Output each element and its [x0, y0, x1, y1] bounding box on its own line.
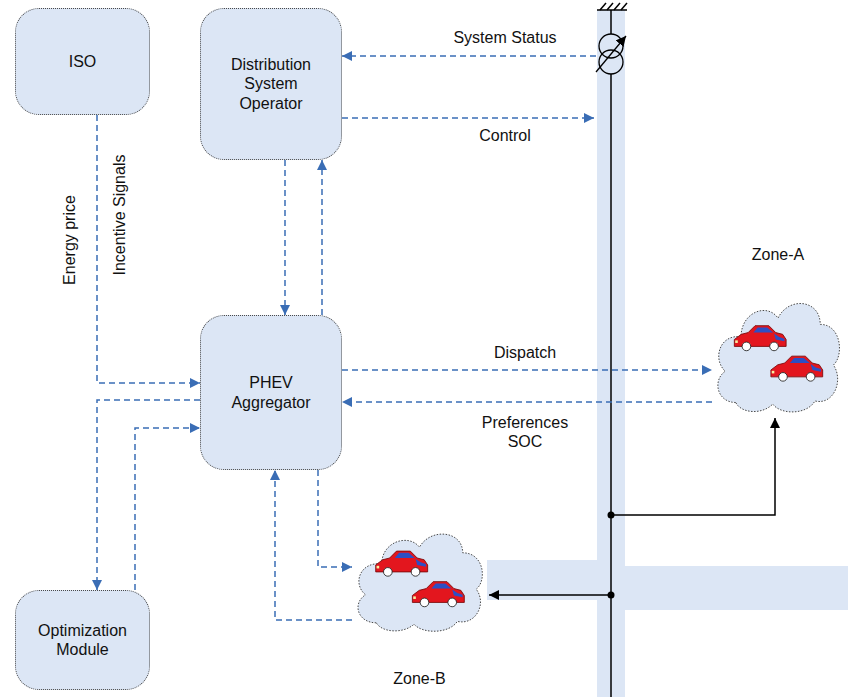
signal-connector	[275, 470, 352, 620]
car-group	[712, 290, 844, 415]
signal-connector	[342, 369, 712, 371]
car-group	[352, 522, 487, 634]
zone-label: Zone-B	[393, 670, 445, 688]
box-label: PHEV Aggregator	[211, 373, 331, 411]
zone-label: Zone-A	[752, 246, 804, 264]
edge-label: Preferences SOC	[475, 413, 575, 451]
box-label: Distribution System Operator	[211, 55, 331, 113]
cloud-outline	[712, 290, 844, 415]
car-icon	[412, 582, 464, 607]
vehicle-zone: Zone-B	[352, 522, 487, 634]
signal-arrow	[342, 56, 596, 118]
signal-connector	[342, 401, 712, 403]
car-icon	[376, 551, 428, 576]
bus-node	[608, 512, 615, 599]
edge-label: Energy price	[60, 195, 79, 285]
box-label: Optimization Module	[26, 621, 139, 659]
transformer-symbol	[596, 34, 626, 74]
aggregator-box: PHEV Aggregator	[200, 315, 342, 470]
car-icon	[771, 356, 823, 381]
feeder-band	[487, 10, 848, 697]
signal-connector	[321, 160, 323, 315]
signal-connector	[318, 470, 352, 567]
signal-connector	[284, 160, 286, 315]
box-label: ISO	[69, 52, 97, 71]
car-icon	[734, 326, 786, 351]
signal-label: System Status	[453, 28, 556, 47]
operator-box: Distribution System Operator	[200, 8, 342, 160]
ground-symbol	[597, 3, 627, 34]
vehicle-zone: Zone-A	[712, 290, 844, 415]
cloud-outline	[352, 522, 487, 634]
edge-label: Dispatch	[494, 343, 556, 362]
signal-label: Incentive Signals	[110, 155, 129, 276]
signal-label: Control	[479, 126, 531, 145]
module-box: Optimization Module	[15, 590, 150, 690]
signal-connector	[97, 115, 200, 383]
signal-connector	[135, 428, 200, 590]
operator-box: ISO	[15, 8, 150, 115]
signal-connector	[97, 400, 200, 590]
